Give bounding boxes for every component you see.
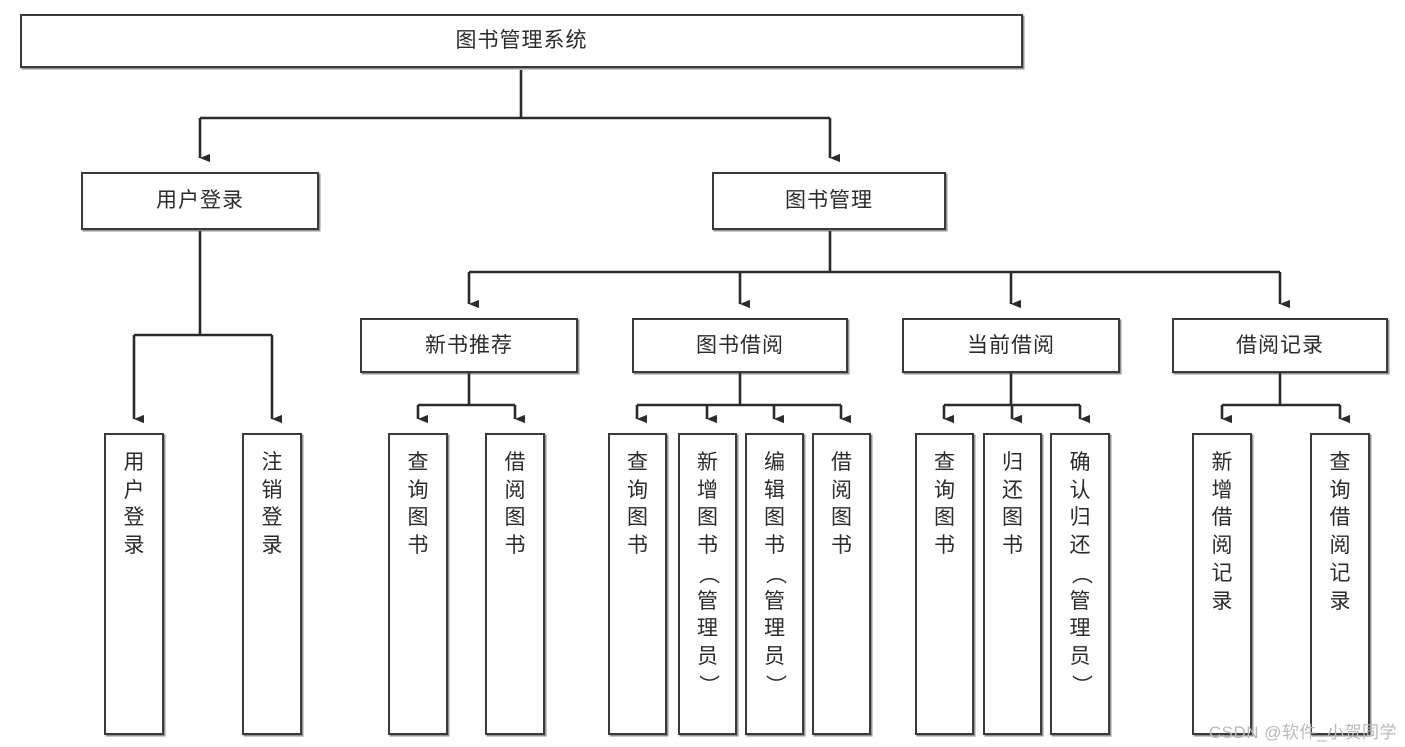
leaf-record-add-record[interactable]: 新增借阅记录	[1192, 433, 1252, 735]
leaf-label: 查询图书	[934, 451, 955, 558]
leaf-label: 用户登录	[123, 451, 145, 558]
node-borrow-record-label: 借阅记录	[1236, 333, 1324, 357]
leaf-label: 编辑图书（管理员）	[763, 451, 787, 696]
leaf-label: 注销登录	[261, 451, 283, 558]
node-book-management-label: 图书管理	[785, 189, 873, 213]
node-new-book-recommend-label: 新书推荐	[425, 333, 513, 357]
leaf-borrow-add-book-admin[interactable]: 新增图书（管理员）	[678, 433, 737, 735]
leaf-current-query-book[interactable]: 查询图书	[915, 433, 974, 735]
leaf-current-confirm-return-admin[interactable]: 确认归还（管理员）	[1050, 433, 1110, 735]
leaf-label: 查询图书	[407, 451, 429, 558]
leaf-label: 借阅图书	[831, 451, 852, 558]
node-borrow-record[interactable]: 借阅记录	[1172, 318, 1388, 373]
node-root-label: 图书管理系统	[455, 29, 588, 53]
leaf-label: 归还图书	[1002, 451, 1023, 558]
leaf-borrow-query-book[interactable]: 查询图书	[608, 433, 667, 735]
node-user-login[interactable]: 用户登录	[81, 172, 319, 230]
node-new-book-recommend[interactable]: 新书推荐	[360, 318, 578, 373]
watermark: CSDN @软件_小贺同学	[1208, 723, 1397, 742]
leaf-record-query-record[interactable]: 查询借阅记录	[1310, 433, 1370, 735]
node-user-login-label: 用户登录	[156, 189, 244, 213]
node-book-management[interactable]: 图书管理	[712, 172, 946, 230]
leaf-label: 查询图书	[627, 451, 648, 558]
leaf-current-return-book[interactable]: 归还图书	[983, 433, 1042, 735]
leaf-user-login-logout[interactable]: 注销登录	[242, 433, 302, 735]
node-book-borrow-label: 图书借阅	[696, 333, 784, 357]
leaf-label: 查询借阅记录	[1329, 451, 1351, 613]
node-root[interactable]: 图书管理系统	[20, 14, 1023, 68]
leaf-label: 新增借阅记录	[1211, 451, 1233, 613]
node-current-borrow[interactable]: 当前借阅	[902, 318, 1120, 373]
leaf-new-book-borrow[interactable]: 借阅图书	[485, 433, 545, 735]
leaf-label: 借阅图书	[504, 451, 526, 558]
node-book-borrow[interactable]: 图书借阅	[632, 318, 848, 373]
leaf-user-login-login[interactable]: 用户登录	[104, 433, 164, 735]
leaf-new-book-query[interactable]: 查询图书	[388, 433, 448, 735]
leaf-borrow-edit-book-admin[interactable]: 编辑图书（管理员）	[745, 433, 804, 735]
node-current-borrow-label: 当前借阅	[967, 333, 1055, 357]
leaf-borrow-borrow-book[interactable]: 借阅图书	[812, 433, 871, 735]
leaf-label: 确认归还（管理员）	[1068, 451, 1092, 696]
leaf-label: 新增图书（管理员）	[696, 451, 720, 696]
